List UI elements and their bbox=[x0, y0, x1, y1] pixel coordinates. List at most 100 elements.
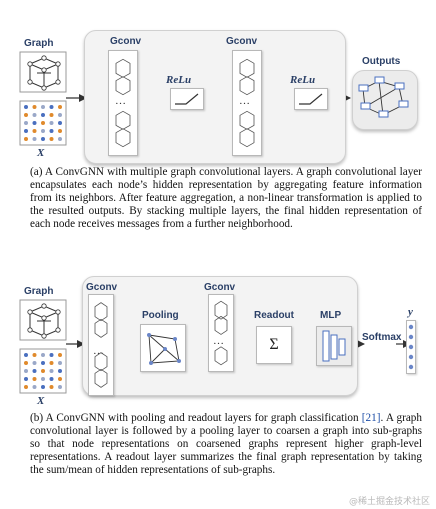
relu2-label-a: ReLu bbox=[290, 74, 316, 86]
gconv2-label-b: Gconv bbox=[204, 282, 236, 293]
feature-matrix-b-dot bbox=[49, 353, 54, 357]
feature-matrix-b-dot bbox=[41, 377, 45, 381]
feature-matrix-a-dot bbox=[24, 105, 28, 109]
feature-matrix-b-dot bbox=[49, 361, 54, 365]
watermark: @稀土掘金技术社区 bbox=[348, 497, 430, 507]
feature-matrix-a-dot bbox=[41, 129, 45, 133]
caption-b-pre: (b) A ConvGNN with pooling and readout l… bbox=[30, 412, 362, 424]
feature-matrix-a-dot bbox=[24, 113, 28, 117]
pooling-label-b: Pooling bbox=[142, 310, 179, 321]
gconv2-column-b: … bbox=[208, 294, 234, 372]
feature-matrix-a-dot bbox=[32, 129, 37, 133]
feature-matrix-a-dot bbox=[32, 105, 37, 109]
graph-label-a: Graph bbox=[24, 38, 54, 49]
feature-matrix-b-dot bbox=[24, 369, 28, 373]
feature-matrix-a-dot bbox=[24, 137, 28, 141]
feature-matrix-a-dot bbox=[41, 105, 45, 109]
feature-matrix-b-dot bbox=[32, 377, 37, 381]
gconv1-column-a: … bbox=[108, 50, 138, 156]
feature-matrix-a-dot bbox=[49, 121, 54, 125]
gconv1-a-graph-glyph bbox=[115, 110, 131, 130]
x-label-b: X bbox=[37, 395, 45, 407]
readout-sum-box-b: Σ bbox=[256, 326, 292, 364]
feature-matrix-b-dot bbox=[24, 385, 28, 389]
feature-matrix-b-dot bbox=[41, 361, 45, 365]
feature-matrix-b-dot bbox=[32, 385, 37, 389]
ellipsis-b1: … bbox=[93, 345, 104, 357]
feature-matrix-a-dot bbox=[41, 121, 45, 125]
relu1-label-a: ReLu bbox=[166, 74, 192, 86]
y-label-b: y bbox=[408, 306, 413, 318]
gconv1-b-graph-glyph bbox=[94, 368, 108, 388]
feature-matrix-b-dot bbox=[49, 369, 54, 373]
gconv2-label-a: Gconv bbox=[226, 36, 258, 47]
mlp-box-b bbox=[316, 326, 352, 366]
gconv1-a-graph-glyph bbox=[115, 76, 131, 96]
gconv2-b-graph-glyph bbox=[214, 346, 228, 366]
gconv1-b-graph-glyph bbox=[94, 318, 108, 338]
feature-matrix-b-dot bbox=[58, 353, 62, 357]
gconv1-label-b: Gconv bbox=[86, 282, 118, 293]
ellipsis-b2: … bbox=[213, 335, 224, 347]
feature-matrix-b-dot bbox=[24, 353, 28, 357]
gconv2-a-graph-glyph bbox=[239, 128, 255, 148]
feature-matrix-a-dot bbox=[49, 113, 54, 117]
mlp-label-b: MLP bbox=[320, 310, 342, 321]
gconv2-a-graph-glyph bbox=[239, 58, 255, 78]
feature-matrix-a-dot bbox=[41, 113, 45, 117]
feature-matrix-a-dot bbox=[49, 129, 54, 133]
feature-matrix-b-dot bbox=[58, 377, 62, 381]
readout-label-b: Readout bbox=[254, 310, 294, 321]
feature-matrix-a-dot bbox=[58, 105, 62, 109]
feature-matrix-a-dot bbox=[24, 129, 28, 133]
feature-matrix-a-dot bbox=[58, 129, 62, 133]
gconv2-column-a: … bbox=[232, 50, 262, 156]
gconv1-label-a: Gconv bbox=[110, 36, 142, 47]
gconv2-b-graph-glyph bbox=[214, 300, 228, 320]
feature-matrix-a-dot bbox=[32, 121, 37, 125]
gconv2-a-graph-glyph bbox=[239, 76, 255, 96]
feature-matrix-b-dot bbox=[32, 353, 37, 357]
relu2-box-a bbox=[294, 88, 328, 110]
gconv1-b-graph-glyph bbox=[94, 352, 108, 372]
gconv2-b-graph-glyph bbox=[214, 315, 228, 335]
relu1-box-a bbox=[170, 88, 204, 110]
citation-link[interactable]: [21] bbox=[361, 412, 381, 424]
feature-matrix-a-dot bbox=[58, 121, 62, 125]
input-graph-b bbox=[19, 299, 67, 341]
feature-matrix-a-dot bbox=[49, 137, 54, 141]
feature-matrix-b-dot bbox=[49, 377, 54, 381]
gconv1-a-graph-glyph bbox=[115, 128, 131, 148]
feature-matrix-b-dot bbox=[41, 385, 45, 389]
gconv1-a-graph-glyph bbox=[115, 58, 131, 78]
y-vector-b bbox=[406, 320, 416, 374]
input-graph-a bbox=[19, 51, 67, 93]
feature-matrix-b-dot bbox=[32, 361, 37, 365]
feature-matrix-b-dot bbox=[41, 353, 45, 357]
feature-matrix-b-dot bbox=[58, 369, 62, 373]
feature-matrix-b-dot bbox=[24, 377, 28, 381]
feature-matrix-b-dot bbox=[24, 361, 28, 365]
feature-matrix-a-dot bbox=[58, 113, 62, 117]
caption-b-post: . A graph convolutional layer is followe… bbox=[30, 412, 422, 476]
feature-matrix-a-dot bbox=[32, 113, 37, 117]
feature-matrix-b-dot bbox=[32, 369, 37, 373]
ellipsis-a2: … bbox=[239, 95, 250, 107]
caption-a: (a) A ConvGNN with multiple graph convol… bbox=[30, 166, 422, 230]
feature-matrix-a-dot bbox=[24, 121, 28, 125]
gconv2-a-graph-glyph bbox=[239, 110, 255, 130]
feature-matrix-b-dot bbox=[58, 385, 62, 389]
feature-matrix-b-dot bbox=[58, 361, 62, 365]
gconv1-b-graph-glyph bbox=[94, 302, 108, 322]
graph-label-b: Graph bbox=[24, 286, 54, 297]
caption-b: (b) A ConvGNN with pooling and readout l… bbox=[30, 412, 422, 477]
feature-matrix-a-dot bbox=[58, 137, 62, 141]
feature-matrix-a-dot bbox=[32, 137, 37, 141]
feature-matrix-b-dot bbox=[41, 369, 45, 373]
ellipsis-a1: … bbox=[115, 95, 126, 107]
gconv1-column-b: … bbox=[88, 294, 114, 396]
feature-matrix-a-dot bbox=[49, 105, 54, 109]
outputs-label-a: Outputs bbox=[362, 56, 401, 67]
softmax-label-b: Softmax bbox=[362, 332, 402, 343]
